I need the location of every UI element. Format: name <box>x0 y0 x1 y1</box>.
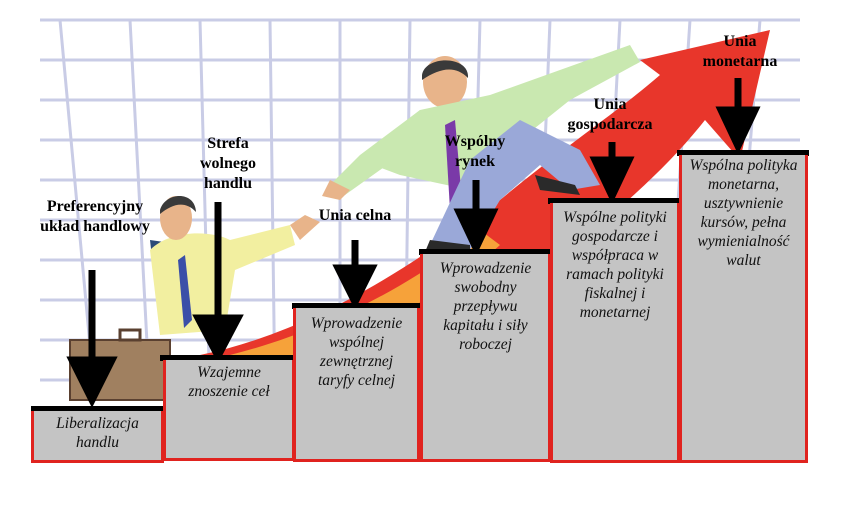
step-4-top-line <box>419 249 553 255</box>
step-5-box: Wspólne polityki gospodarcze i współprac… <box>550 203 680 463</box>
step-2-label: Strefa wolnego handlu <box>200 135 256 192</box>
step-5-label: Unia gospodarcza <box>567 96 653 133</box>
step-4-text: Wprowadzenie swobodny przepływu kapitału… <box>439 260 532 353</box>
businessman-with-briefcase <box>69 196 320 401</box>
step-4-label: Wspólny rynek <box>444 133 506 170</box>
step-1-top-line <box>31 406 164 412</box>
step-6-box: Wspólna polityka monetarna, usztywnienie… <box>679 155 808 463</box>
step-2-text: Wzajemne znoszenie ceł <box>188 364 270 400</box>
step-5-top-line <box>548 198 682 204</box>
step-3-box: Wprowadzenie wspólnej zewnętrznej taryfy… <box>293 308 420 462</box>
step-6-top-line <box>677 150 809 156</box>
step-3-label: Unia celna <box>318 207 392 224</box>
step-5-text: Wspólne polityki gospodarcze i współprac… <box>563 209 667 321</box>
step-3-text: Wprowadzenie wspólnej zewnętrznej taryfy… <box>310 315 403 389</box>
step-1-text: Liberalizacja handlu <box>56 415 139 451</box>
step-1-label: Preferencyjny układ handlowy <box>40 198 150 235</box>
step-3-top-line <box>292 303 422 309</box>
pointer-arrows <box>66 78 761 408</box>
step-1-box: Liberalizacja handlu <box>31 411 164 463</box>
step-6-text: Wspólna polityka monetarna, usztywnienie… <box>689 157 798 269</box>
step-6-label: Unia monetarna <box>702 33 778 70</box>
step-2-top-line <box>160 355 298 361</box>
step-4-box: Wprowadzenie swobodny przepływu kapitału… <box>420 254 551 462</box>
step-2-box: Wzajemne znoszenie ceł <box>163 360 295 461</box>
